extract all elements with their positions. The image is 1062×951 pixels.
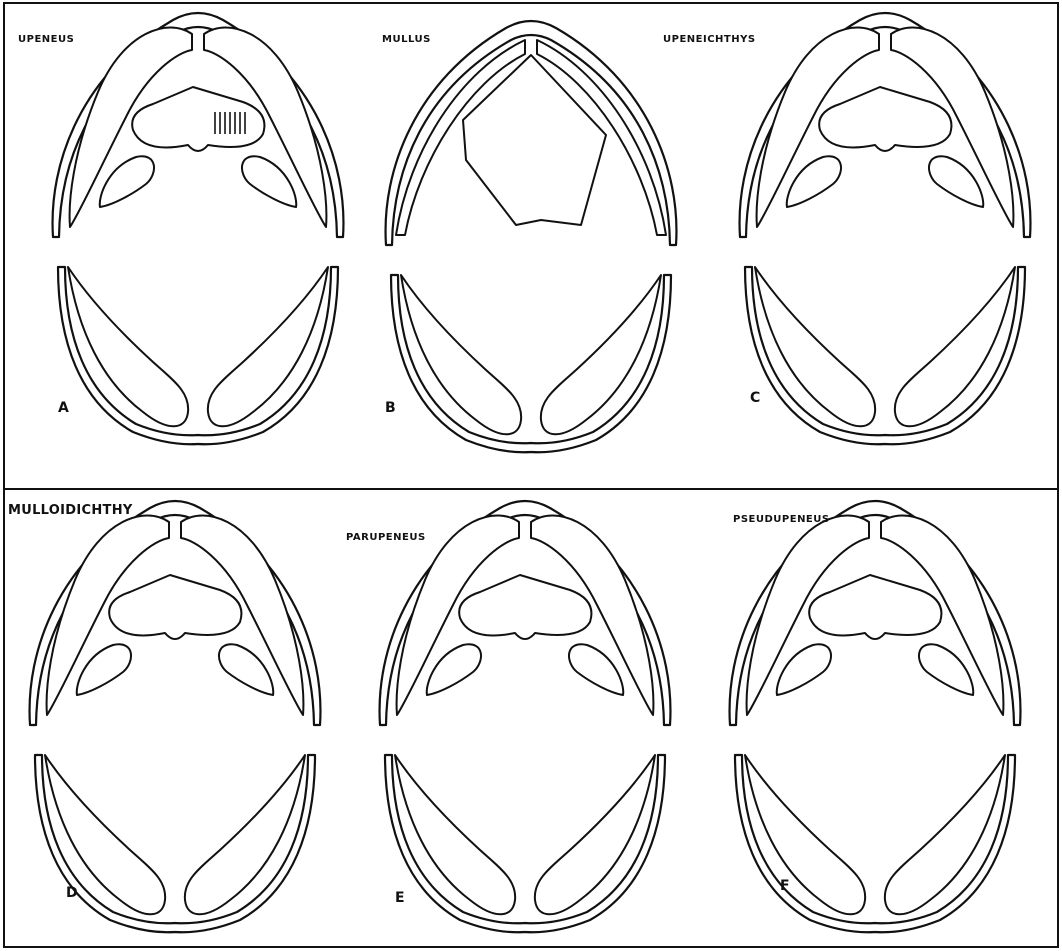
palatine-right	[219, 644, 273, 695]
dentary-right	[885, 755, 1005, 914]
panel-e	[380, 501, 671, 932]
dentary-left	[68, 267, 188, 426]
dentary-right	[541, 275, 661, 434]
dentary-left	[755, 267, 875, 426]
panel-letter-f: F	[780, 878, 790, 894]
panel-letter-b: B	[385, 400, 396, 416]
palatine-right	[569, 644, 623, 695]
panels-layer: UPENEUS A MULLUS B UPENEICHTHYS C MULLOIDICHTH…	[8, 13, 1030, 932]
panel-letter-c: C	[750, 390, 760, 406]
genus-label-f: PSEUDUPENEUS	[733, 514, 830, 525]
dentary-left	[745, 755, 865, 914]
dentary-left	[395, 755, 515, 914]
palatine-right	[929, 156, 983, 207]
palatine-left	[100, 156, 154, 207]
genus-label-e: PARUPENEUS	[346, 532, 426, 543]
genus-label-b: MULLUS	[382, 34, 431, 45]
vomer	[459, 575, 591, 639]
dentary-right	[185, 755, 305, 914]
panel-letter-d: D	[66, 885, 78, 901]
palatine-left	[787, 156, 841, 207]
panel-letter-e: E	[395, 890, 405, 906]
palatine-right	[919, 644, 973, 695]
panel-f	[730, 501, 1021, 932]
genus-label-c: UPENEICHTHYS	[663, 34, 756, 45]
panel-c	[740, 13, 1031, 444]
vomer	[809, 575, 941, 639]
genus-label-a: UPENEUS	[18, 34, 74, 45]
vomer	[819, 87, 951, 151]
genus-label-d: MULLOIDICHTHY	[8, 503, 133, 518]
vomer-tooth-rows	[213, 112, 248, 134]
dentary-right	[535, 755, 655, 914]
palatine-right	[242, 156, 296, 207]
dentary-left	[45, 755, 165, 914]
palatine-left	[427, 644, 481, 695]
panel-d	[30, 501, 321, 932]
palatine-left	[77, 644, 131, 695]
panel-a	[53, 13, 344, 444]
dentary-right	[895, 267, 1015, 426]
panel-b	[386, 21, 677, 452]
vomer	[109, 575, 241, 639]
palatine-left	[777, 644, 831, 695]
dentary-right	[208, 267, 328, 426]
dentary-left	[401, 275, 521, 434]
panel-letter-a: A	[58, 400, 69, 416]
